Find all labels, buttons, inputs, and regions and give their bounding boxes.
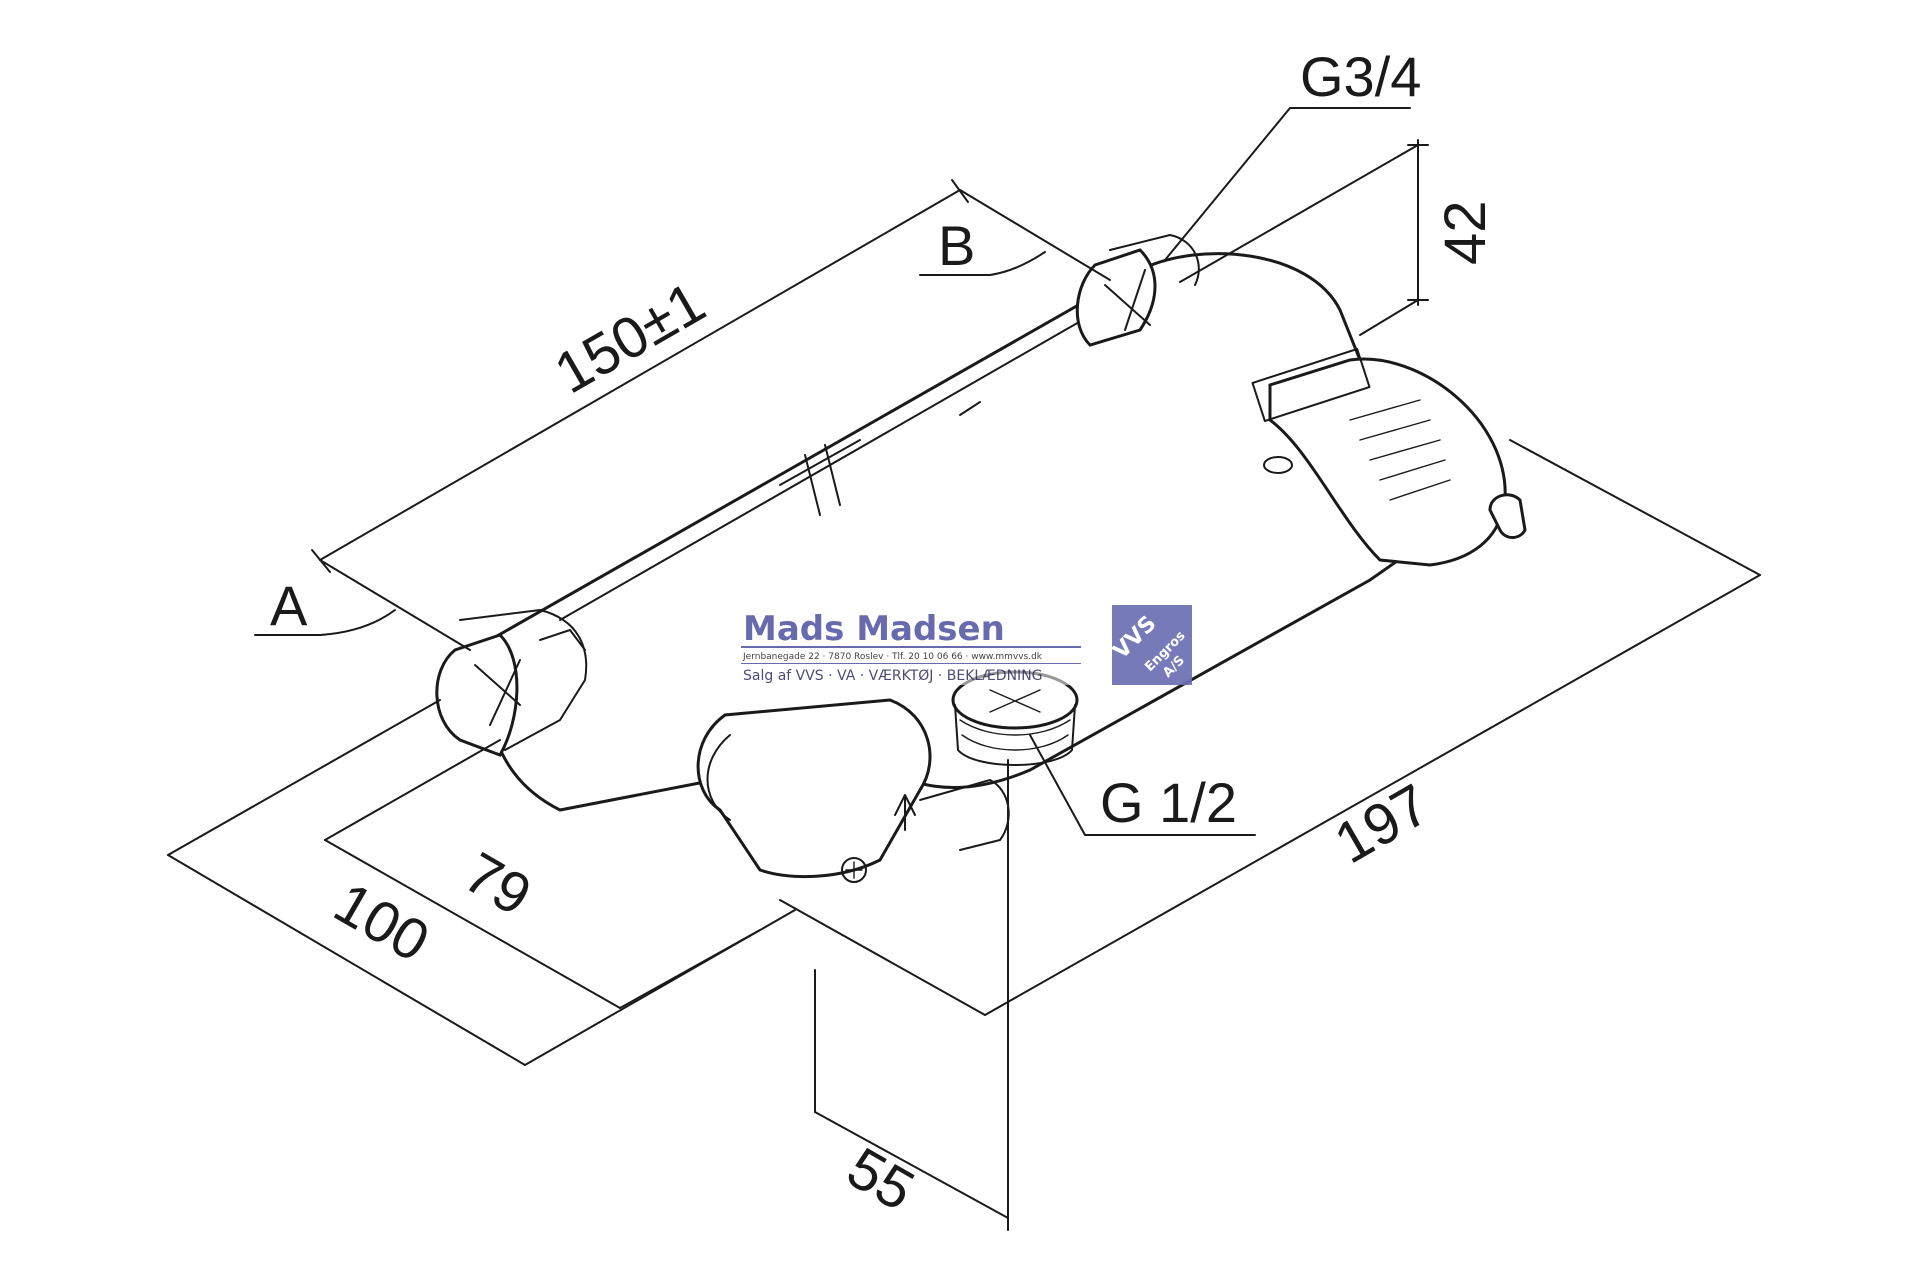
body-hole — [1263, 456, 1293, 474]
label-inlet-thread: G3/4 — [1300, 45, 1421, 108]
handle-screw — [841, 857, 867, 883]
dim-100: 100 — [324, 870, 440, 975]
dim-42: 42 — [1433, 200, 1498, 265]
dim-55: 55 — [837, 1135, 925, 1224]
direction-arrow-icon — [894, 794, 916, 831]
label-outlet-thread: G 1/2 — [1100, 771, 1237, 834]
inlet-nut-a — [435, 609, 588, 757]
watermark-tagline: Salg af VVS · VA · VÆRKTØJ · BEKLÆDNING — [743, 668, 1043, 684]
label-inlet-a: A — [270, 574, 308, 637]
dimension-lines — [167, 139, 1761, 1231]
dim-150: 150±1 — [544, 270, 716, 407]
watermark-company: Mads Madsen — [743, 609, 1005, 649]
dim-79: 79 — [454, 840, 542, 929]
temperature-knob — [1251, 347, 1527, 567]
flow-handle — [696, 698, 1010, 883]
inlet-nut-b — [1075, 234, 1200, 347]
leader-lines — [254, 107, 1411, 836]
knob-lever — [1251, 347, 1371, 423]
label-inlet-b: B — [938, 214, 975, 277]
watermark-address: Jernbanegade 22 · 7870 Roslev · Tlf. 20 … — [742, 652, 1043, 662]
watermark-badge: VVS Engros A/S — [1109, 605, 1192, 685]
watermark-logo: Mads Madsen Jernbanegade 22 · 7870 Rosle… — [740, 605, 1192, 685]
dim-197: 197 — [1324, 772, 1440, 877]
